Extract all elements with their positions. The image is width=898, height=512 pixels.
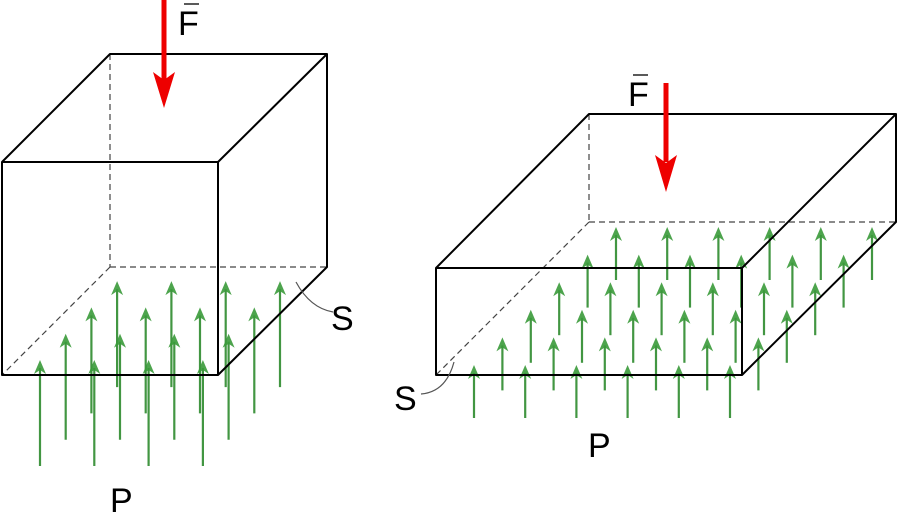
pressure-arrow	[672, 365, 685, 418]
right-force-arrow	[655, 83, 677, 192]
pressure-arrow	[553, 282, 566, 336]
pressure-arrow	[165, 281, 178, 388]
pressure-arrow	[866, 227, 878, 280]
pressure-arrow	[604, 282, 617, 336]
right-box-hidden	[435, 114, 897, 376]
left-figure: F S P	[1, 0, 354, 512]
right-box-edges	[435, 113, 897, 376]
pressure-arrow	[712, 227, 725, 280]
pressure-arrow	[114, 333, 126, 440]
left-cube	[1, 54, 327, 376]
pressure-arrow	[576, 309, 588, 363]
pressure-arrow	[706, 282, 719, 336]
pressure-arrow	[814, 227, 827, 280]
surface-leader-line	[295, 281, 334, 313]
pressure-arrow	[519, 365, 532, 418]
pressure-arrow	[168, 333, 181, 440]
pressure-arrow	[650, 337, 662, 391]
left-pressure-label: P	[110, 482, 133, 512]
pressure-arrow	[610, 227, 622, 280]
hidden-edge	[435, 221, 590, 376]
left-pressure-arrows	[34, 281, 286, 466]
pressure-arrow	[701, 337, 714, 391]
pressure-arrow	[724, 365, 736, 418]
hidden-edge	[1, 266, 111, 376]
pressure-arrow	[85, 307, 98, 414]
right-pressure-arrows	[468, 227, 878, 418]
svg-text:F: F	[628, 76, 649, 114]
pressure-arrow	[248, 307, 261, 414]
pressure-arrow	[142, 360, 155, 466]
front-face	[435, 267, 743, 376]
pressure-arrow	[632, 254, 645, 308]
pressure-arrow	[627, 309, 640, 363]
pressure-arrow	[139, 307, 152, 414]
right-surface-label: S	[394, 380, 417, 418]
pressure-arrow	[837, 254, 850, 308]
pressure-arrow	[59, 333, 72, 440]
pressure-arrow	[729, 309, 742, 363]
left-cube-edges	[1, 53, 328, 376]
pressure-arrow	[598, 337, 611, 391]
svg-text:F: F	[178, 5, 199, 43]
pressure-arrow	[786, 254, 799, 308]
pressure-arrow	[547, 337, 560, 391]
pressure-arrow	[219, 281, 232, 388]
pressure-arrow	[809, 282, 822, 336]
right-force-label: F	[628, 74, 649, 114]
pressure-arrow	[34, 360, 46, 466]
pressure-arrow	[570, 365, 583, 418]
right-pressure-label: P	[588, 427, 611, 465]
right-figure: F S P	[394, 74, 897, 465]
surface-leader-line	[420, 361, 455, 395]
pressure-arrow	[196, 360, 209, 466]
right-face	[217, 54, 328, 376]
pressure-arrow	[111, 281, 124, 388]
pressure-arrow	[524, 309, 537, 363]
pressure-arrow	[684, 254, 696, 308]
left-force-label: F	[178, 3, 199, 43]
top-face	[435, 113, 897, 269]
top-face	[1, 53, 328, 163]
pressure-arrow	[678, 309, 691, 363]
left-force-arrow	[153, 0, 175, 108]
pressure-arrow	[780, 309, 793, 363]
pressure-arrow	[194, 307, 206, 414]
pressure-arrow	[661, 227, 674, 280]
pressure-arrow	[581, 254, 594, 308]
pressure-arrow	[655, 282, 668, 336]
pressure-arrow	[88, 360, 101, 466]
left-surface-label: S	[331, 300, 354, 338]
pressure-arrow	[222, 333, 235, 440]
right-face	[741, 114, 897, 376]
pressure-arrow	[752, 337, 765, 391]
pressure-arrow	[621, 365, 634, 418]
pressure-arrow	[496, 337, 509, 391]
front-face	[1, 161, 219, 376]
pressure-arrow	[274, 281, 286, 388]
pressure-arrow	[758, 282, 770, 336]
pressure-arrow	[468, 365, 480, 418]
